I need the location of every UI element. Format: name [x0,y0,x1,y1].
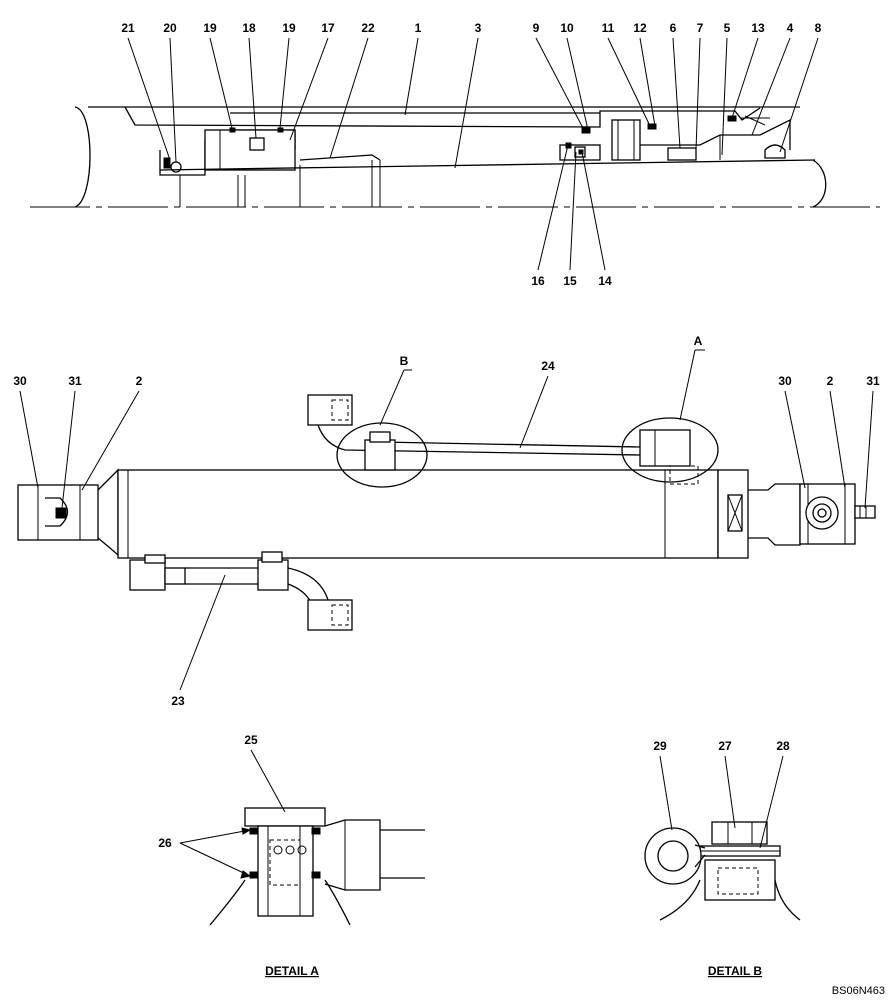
callout-16: 16 [531,274,545,288]
detail-a: 25 26 DETAIL A [158,733,425,978]
callout-2-right: 2 [827,374,834,388]
callout-10: 10 [560,21,574,35]
callout-6: 6 [670,21,677,35]
section-callouts: 21 20 19 18 19 17 22 1 3 9 10 11 12 6 7 … [121,21,821,288]
callout-25: 25 [244,733,258,747]
cylinder-assembly [17,349,876,631]
assembly-callouts: 30 31 2 B 24 A 30 2 31 23 [13,334,880,708]
callout-27: 27 [718,739,732,753]
callout-21: 21 [121,21,135,35]
callout-4: 4 [787,21,794,35]
callout-13: 13 [751,21,765,35]
callout-3: 3 [475,21,482,35]
callout-A: A [694,334,703,348]
callout-2-left: 2 [136,374,143,388]
callout-14: 14 [598,274,612,288]
callout-9: 9 [533,21,540,35]
detail-b-caption: DETAIL B [708,964,763,978]
callout-31-right: 31 [866,374,880,388]
callout-B: B [400,354,409,368]
callout-28: 28 [776,739,790,753]
callout-8: 8 [815,21,822,35]
detail-a-caption: DETAIL A [265,964,319,978]
callout-15: 15 [563,274,577,288]
callout-31-left: 31 [68,374,82,388]
section-view [30,106,880,208]
callout-7: 7 [697,21,704,35]
callout-29: 29 [653,739,667,753]
callout-18: 18 [242,21,256,35]
callout-20: 20 [163,21,177,35]
callout-19b: 19 [282,21,296,35]
callout-30-right: 30 [778,374,792,388]
callout-22: 22 [361,21,375,35]
callout-5: 5 [724,21,731,35]
callout-1: 1 [415,21,422,35]
callout-30-left: 30 [13,374,27,388]
callout-11: 11 [602,21,615,35]
callout-26: 26 [158,836,172,850]
callout-19a: 19 [203,21,217,35]
callout-12: 12 [633,21,647,35]
detail-b: 29 27 28 DETAIL B [644,739,801,978]
callout-17: 17 [321,21,335,35]
callout-23: 23 [171,694,185,708]
drawing-code: BS06N463 [832,985,885,997]
callout-24: 24 [541,359,555,373]
